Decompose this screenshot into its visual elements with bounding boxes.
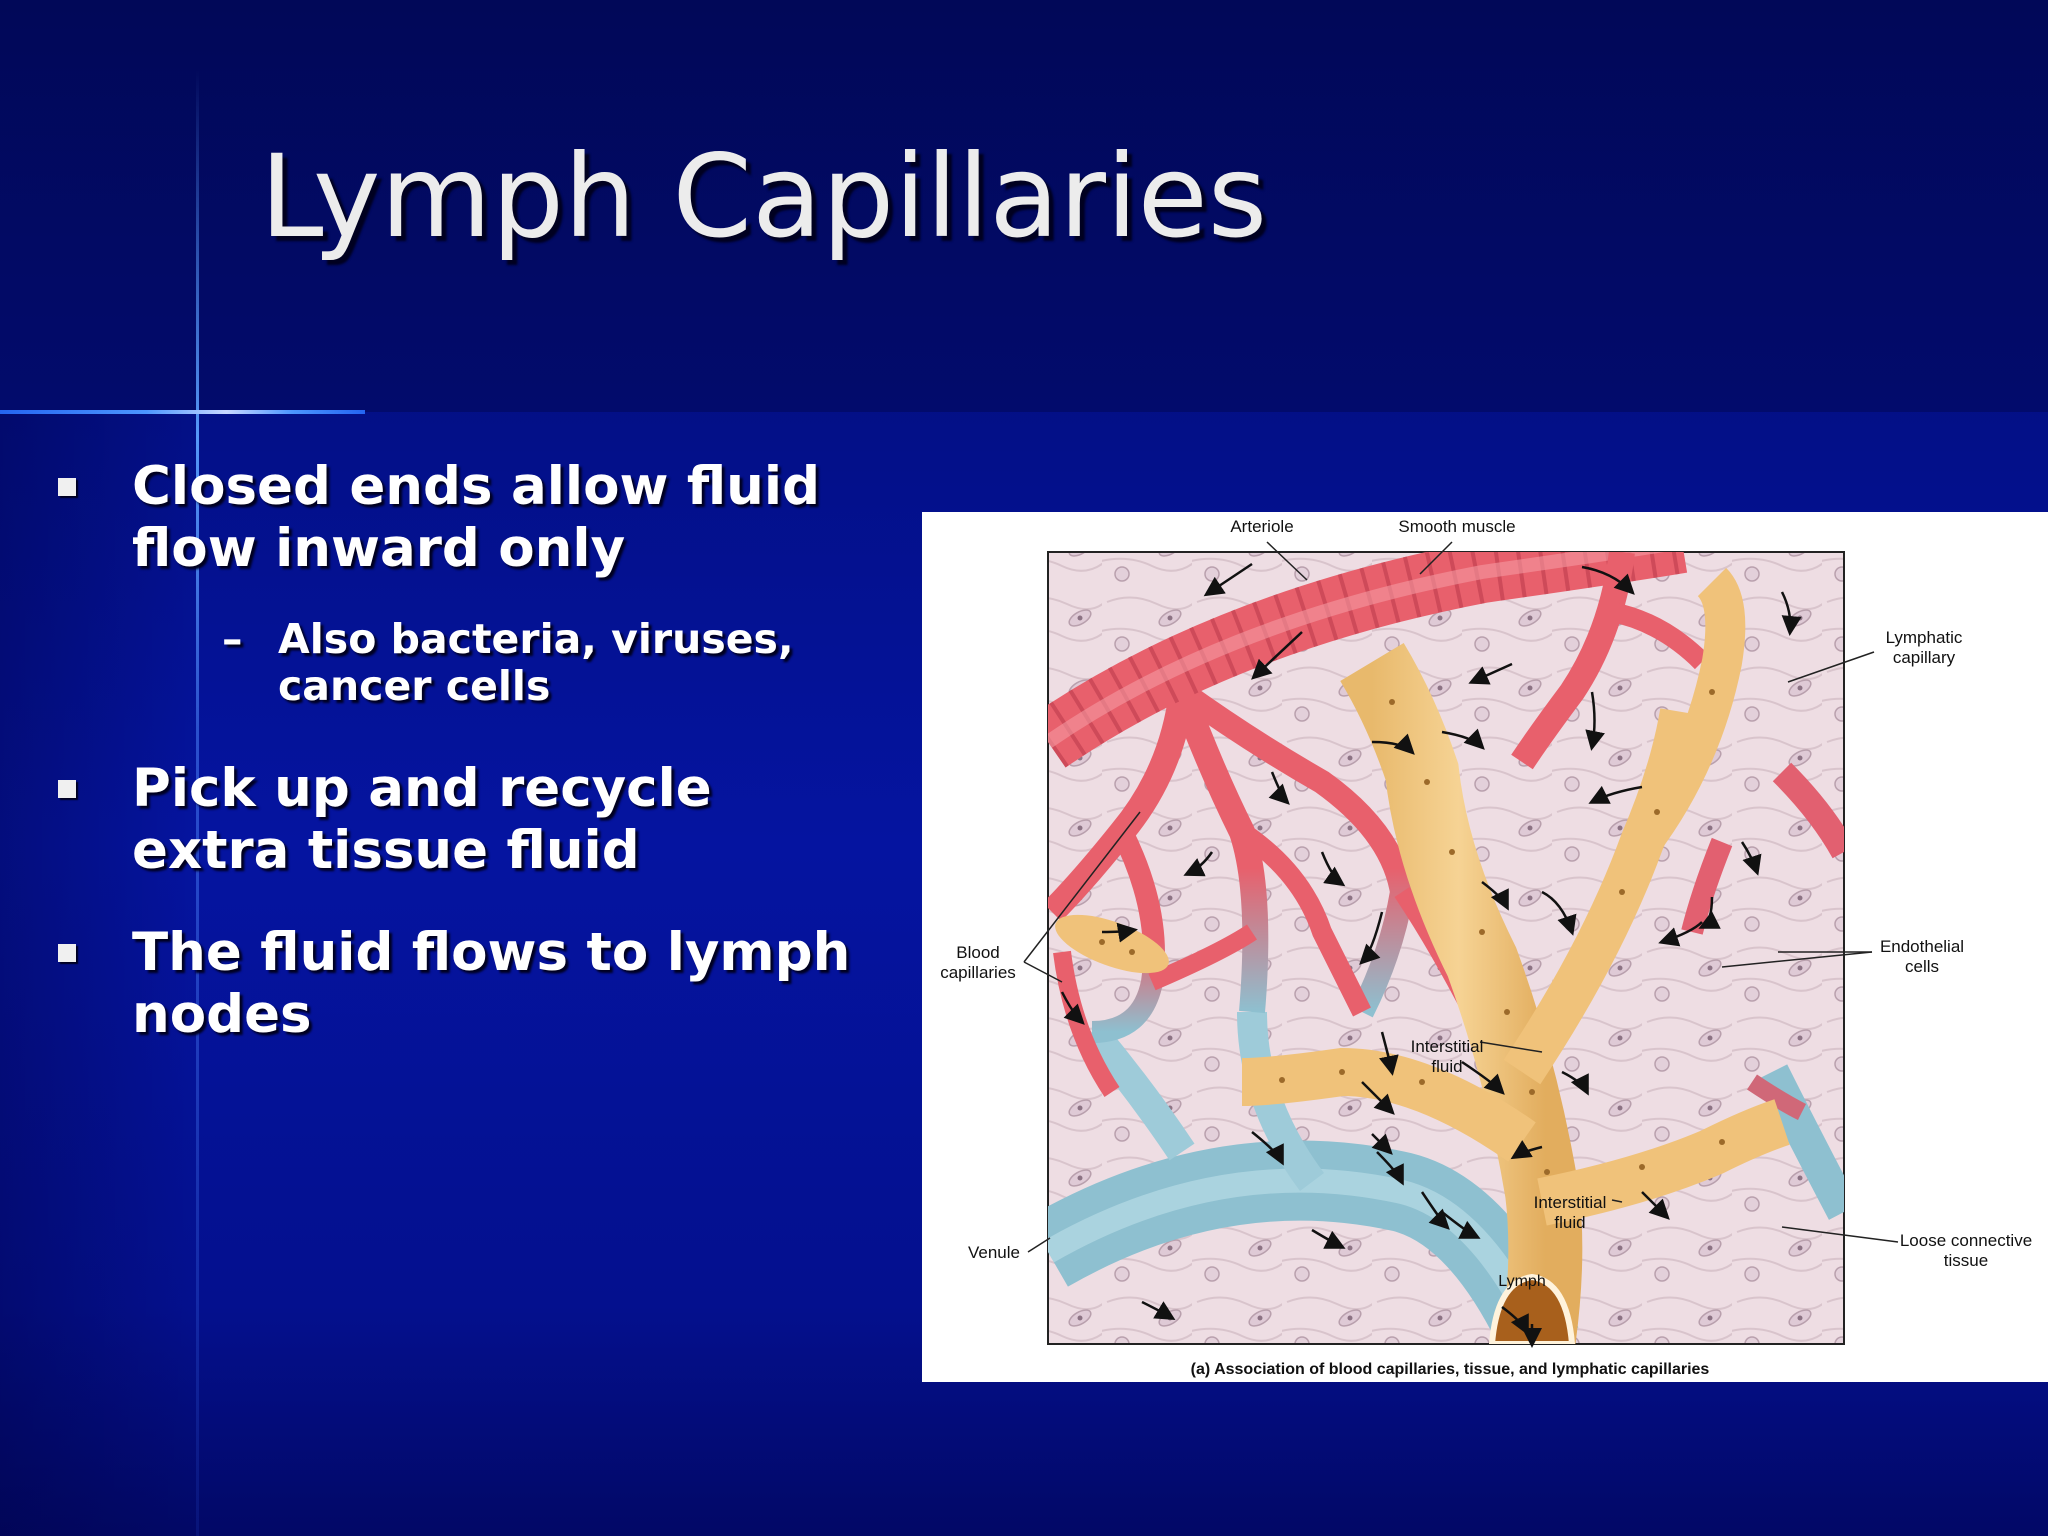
bullet-item: Pick up and recycle extra tissue fluid [56, 758, 886, 882]
decorative-horizontal-line [0, 410, 365, 414]
square-bullet-icon [58, 780, 76, 798]
bullet-text: The fluid flows to lymph nodes [132, 922, 851, 1045]
bullet-item: Closed ends allow fluid flow inward only [56, 456, 886, 580]
anatomy-illustration: Arteriole Smooth muscle Lymphatic capill… [940, 517, 2032, 1378]
bullet-text: Pick up and recycle extra tissue fluid [132, 758, 712, 881]
decorative-vertical-line [196, 70, 199, 1536]
sub-bullet-text: Also bacteria, viruses, cancer cells [278, 615, 794, 710]
label-blood-capillaries-line2: capillaries [940, 963, 1016, 982]
label-interstitial-fluid-2-line2: fluid [1554, 1213, 1585, 1232]
label-interstitial-fluid-1-line1: Interstitial [1411, 1037, 1484, 1056]
square-bullet-icon [58, 478, 76, 496]
label-loose-connective-tissue-line1: Loose connective [1900, 1231, 2032, 1250]
label-lymph: Lymph [1498, 1273, 1545, 1290]
slide-title: Lymph Capillaries [260, 130, 1268, 263]
bullet-list: Closed ends allow fluid flow inward only… [56, 456, 886, 1046]
square-bullet-icon [58, 944, 76, 962]
label-arteriole: Arteriole [1230, 517, 1293, 536]
label-loose-connective-tissue-line2: tissue [1944, 1251, 1988, 1270]
bullet-text: Closed ends allow fluid flow inward only [132, 456, 821, 579]
label-interstitial-fluid-1-line2: fluid [1431, 1057, 1462, 1076]
dash-bullet-icon: – [222, 615, 243, 663]
lymph-capillary-figure: Arteriole Smooth muscle Lymphatic capill… [922, 512, 2048, 1382]
label-venule: Venule [968, 1243, 1020, 1262]
sub-bullet-item: – Also bacteria, viruses, cancer cells [222, 616, 886, 710]
label-endothelial-cells-line2: cells [1905, 957, 1939, 976]
label-lymphatic-capillary-line2: capillary [1893, 648, 1956, 667]
label-smooth-muscle: Smooth muscle [1398, 517, 1515, 536]
bullet-item: The fluid flows to lymph nodes [56, 922, 886, 1046]
figure-caption: (a) Association of blood capillaries, ti… [1191, 1361, 1710, 1378]
label-blood-capillaries-line1: Blood [956, 943, 999, 962]
label-interstitial-fluid-2-line1: Interstitial [1534, 1193, 1607, 1212]
label-endothelial-cells-line1: Endothelial [1880, 937, 1964, 956]
label-lymphatic-capillary-line1: Lymphatic [1886, 628, 1963, 647]
left-shade [0, 412, 200, 1536]
title-band [0, 0, 2048, 412]
